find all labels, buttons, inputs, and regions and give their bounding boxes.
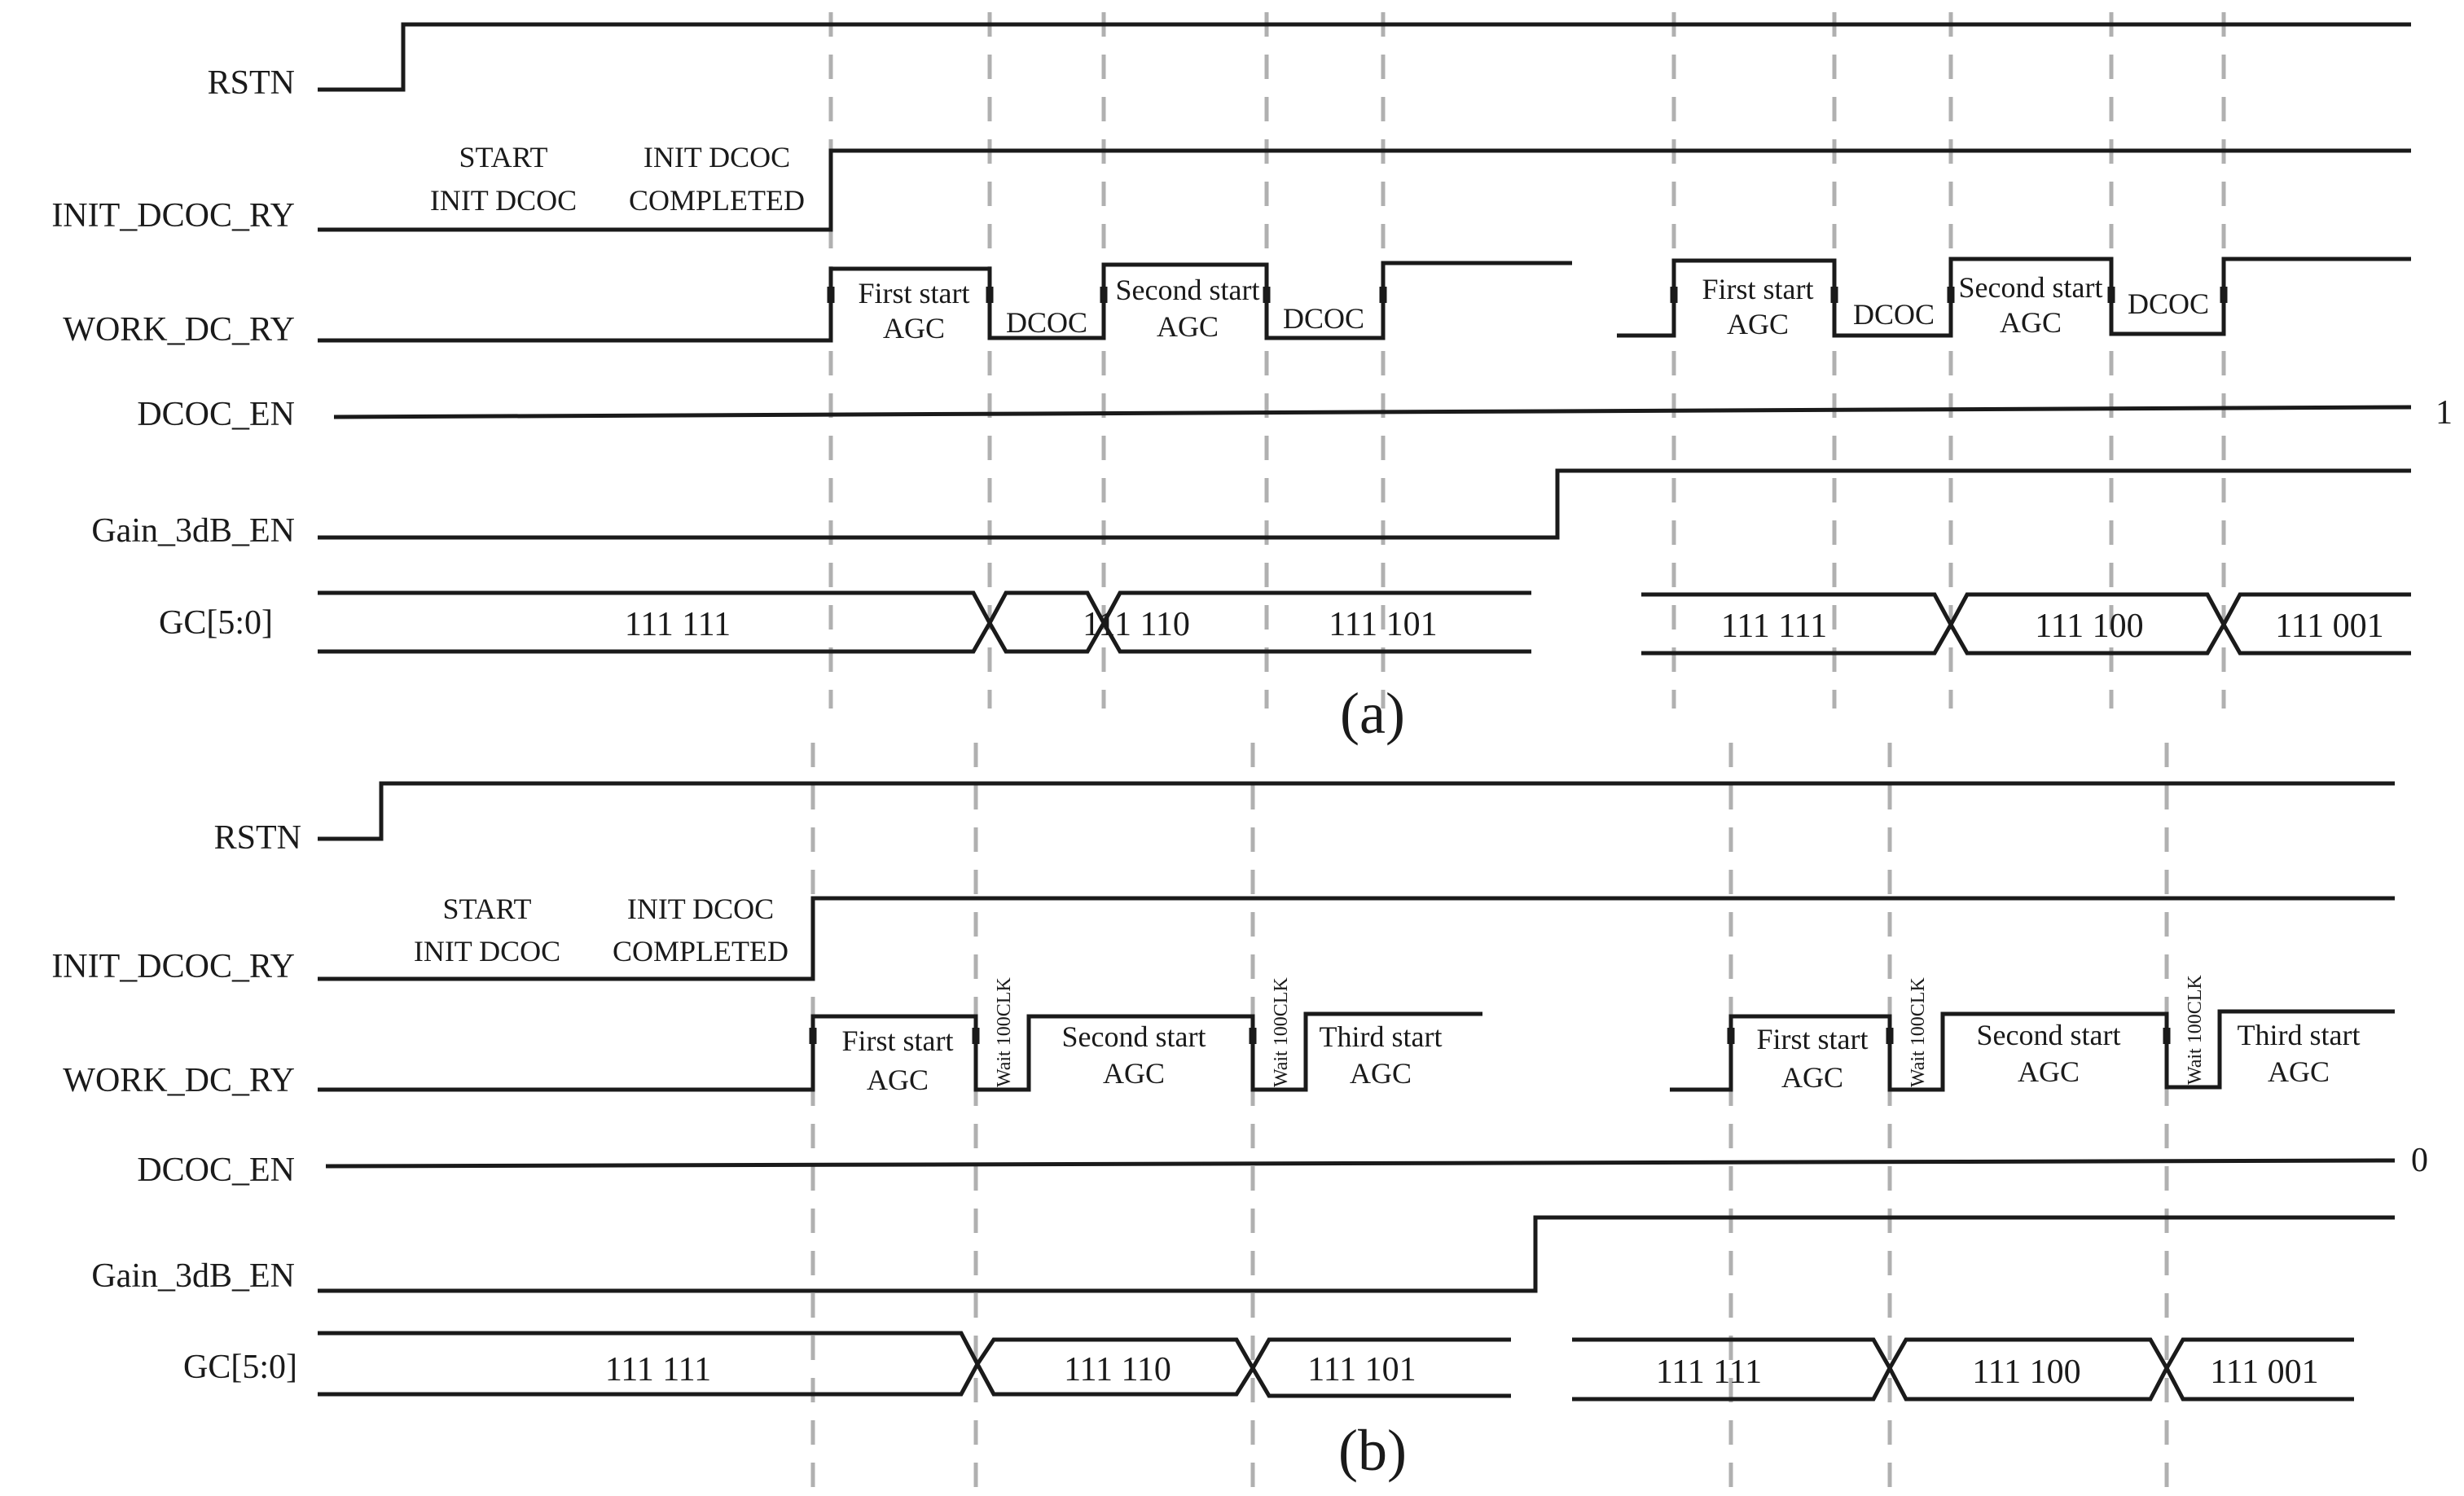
gain-3db-en-waveform [318, 468, 2411, 540]
work-label-agc: AGC [883, 312, 945, 344]
init-completed-label-2: COMPLETED [629, 184, 805, 217]
gc-bus-segment [1572, 1337, 2354, 1373]
gc-bus-segment [1641, 620, 2411, 656]
init-dcoc-ry-waveform [318, 148, 2411, 232]
wait-100clk-label: Wait 100CLK [994, 977, 1015, 1087]
signal-label-rstn: RSTN [214, 819, 301, 857]
panel-a: RSTN INIT_DCOC_RY WORK_DC_RY DCOC_EN Gai… [51, 12, 2453, 746]
gc-value: 111 111 [1656, 1353, 1762, 1391]
signal-label-gain-3db-en: Gain_3dB_EN [91, 512, 295, 550]
gc-bus-segment [1572, 1363, 2354, 1402]
init-completed-label-1: INIT DCOC [643, 141, 790, 173]
dcoc-en-waveform [325, 1158, 2396, 1169]
panel-b-guides [810, 743, 2169, 1496]
gc-value: 111 001 [2275, 608, 2383, 645]
work-label-dcoc: DCOC [1853, 298, 1935, 331]
work-label-agc: AGC [1781, 1061, 1843, 1094]
signal-label-work-dc-ry: WORK_DC_RY [63, 1062, 295, 1099]
signal-label-gc: GC[5:0] [159, 604, 273, 642]
work-dc-ry-edge-marks [809, 1028, 2171, 1044]
work-label-first-start: First start [841, 1024, 953, 1057]
work-label-dcoc: DCOC [1283, 302, 1364, 335]
init-completed-label-1: INIT DCOC [627, 893, 774, 925]
wait-100clk-label: Wait 100CLK [2185, 975, 2206, 1085]
gc-value: 111 101 [1329, 606, 1437, 643]
gc-value: 111 110 [1083, 606, 1190, 643]
signal-label-init-dcoc-ry: INIT_DCOC_RY [51, 948, 295, 985]
panel-a-caption: (a) [1340, 681, 1405, 746]
init-dcoc-ry-waveform [318, 896, 2395, 981]
signal-label-dcoc-en: DCOC_EN [137, 1152, 295, 1189]
work-label-dcoc: DCOC [1006, 306, 1087, 339]
gc-bus-segment [318, 1331, 1511, 1373]
work-label-agc: AGC [1350, 1057, 1412, 1090]
work-label-second-start: Second start [1116, 274, 1260, 306]
work-label-second-start: Second start [1977, 1019, 2121, 1051]
init-start-label-2: INIT DCOC [414, 935, 560, 967]
init-start-label-1: START [443, 893, 532, 925]
panel-b-caption: (b) [1338, 1418, 1407, 1483]
rstn-waveform [318, 22, 2411, 92]
gc-bus-segment [1641, 592, 2411, 630]
work-label-agc: AGC [1727, 308, 1789, 340]
work-label-agc: AGC [2268, 1055, 2330, 1088]
work-label-first-start: First start [1756, 1023, 1868, 1055]
work-dc-ry-edge-marks [827, 287, 2228, 303]
work-label-second-start: Second start [1959, 271, 2103, 304]
init-completed-label-2: COMPLETED [613, 935, 788, 967]
gc-value: 111 100 [2035, 608, 2143, 645]
wait-100clk-label: Wait 100CLK [1908, 977, 1929, 1087]
signal-label-init-dcoc-ry: INIT_DCOC_RY [51, 197, 295, 235]
signal-label-gain-3db-en: Gain_3dB_EN [91, 1257, 295, 1295]
gc-value: 111 111 [1721, 608, 1827, 645]
work-label-agc: AGC [2018, 1055, 2080, 1088]
work-label-dcoc: DCOC [2128, 287, 2209, 320]
work-label-third-start: Third start [2238, 1019, 2361, 1051]
gc-value: 111 110 [1064, 1351, 1171, 1389]
wait-100clk-label: Wait 100CLK [1271, 977, 1292, 1087]
work-label-first-start: First start [1702, 273, 1813, 305]
gc-value: 111 101 [1307, 1351, 1416, 1389]
rstn-waveform [318, 781, 2395, 841]
work-label-second-start: Second start [1062, 1020, 1206, 1053]
work-label-agc: AGC [1157, 310, 1219, 343]
init-start-label-1: START [459, 141, 548, 173]
work-label-agc: AGC [867, 1064, 929, 1096]
work-label-agc: AGC [2000, 306, 2062, 339]
dcoc-en-waveform [333, 405, 2412, 419]
signal-label-work-dc-ry: WORK_DC_RY [63, 311, 295, 349]
signal-label-rstn: RSTN [208, 64, 295, 102]
gc-bus-segment [318, 590, 1531, 628]
dcoc-en-value: 0 [2411, 1142, 2428, 1179]
gc-value: 111 100 [1972, 1353, 2080, 1391]
gc-value: 111 111 [625, 606, 731, 643]
work-label-first-start: First start [858, 277, 969, 309]
gain-3db-en-waveform [318, 1215, 2395, 1293]
gc-value: 111 111 [605, 1351, 711, 1389]
gc-bus-segment [318, 1359, 1511, 1398]
signal-label-dcoc-en: DCOC_EN [137, 396, 295, 433]
gc-value: 111 001 [2210, 1353, 2318, 1391]
work-label-third-start: Third start [1320, 1020, 1443, 1053]
gc-bus-segment [318, 618, 1531, 654]
dcoc-en-value: 1 [2435, 394, 2453, 432]
signal-label-gc: GC[5:0] [183, 1349, 297, 1386]
init-start-label-2: INIT DCOC [430, 184, 577, 217]
panel-b: RSTN INIT_DCOC_RY WORK_DC_RY DCOC_EN Gai… [51, 743, 2428, 1496]
panel-a-guides [828, 12, 2226, 709]
work-label-agc: AGC [1103, 1057, 1165, 1090]
